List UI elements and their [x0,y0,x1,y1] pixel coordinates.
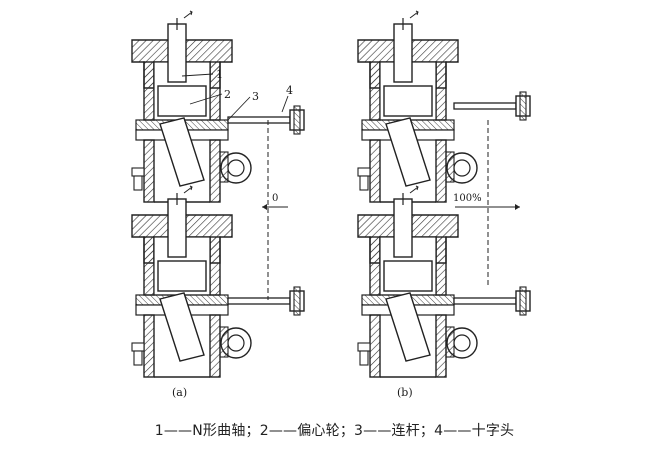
mechanism-b-bottom [357,185,531,378]
stroke-max-label: 100% [453,193,482,204]
stroke-max-indicator: 100% [453,120,520,286]
mechanism-b-top [357,10,531,203]
part-label-2: 2 [224,88,231,101]
panel-b-label: (b) [397,386,413,399]
mechanism-a-bottom [131,185,305,378]
part-label-3: 3 [252,90,259,103]
part-callouts [181,73,289,121]
figure-caption: 1——N形曲轴；2——偏心轮；3——连杆；4——十字头 [154,423,515,439]
part-label-4: 4 [286,84,293,97]
part-label-1: 1 [216,68,223,81]
stroke-zero-label: 0 [272,193,278,204]
stroke-zero-indicator: 0 [262,120,288,300]
panel-a-label: (a) [172,386,187,399]
mechanism-a-top [131,10,305,203]
